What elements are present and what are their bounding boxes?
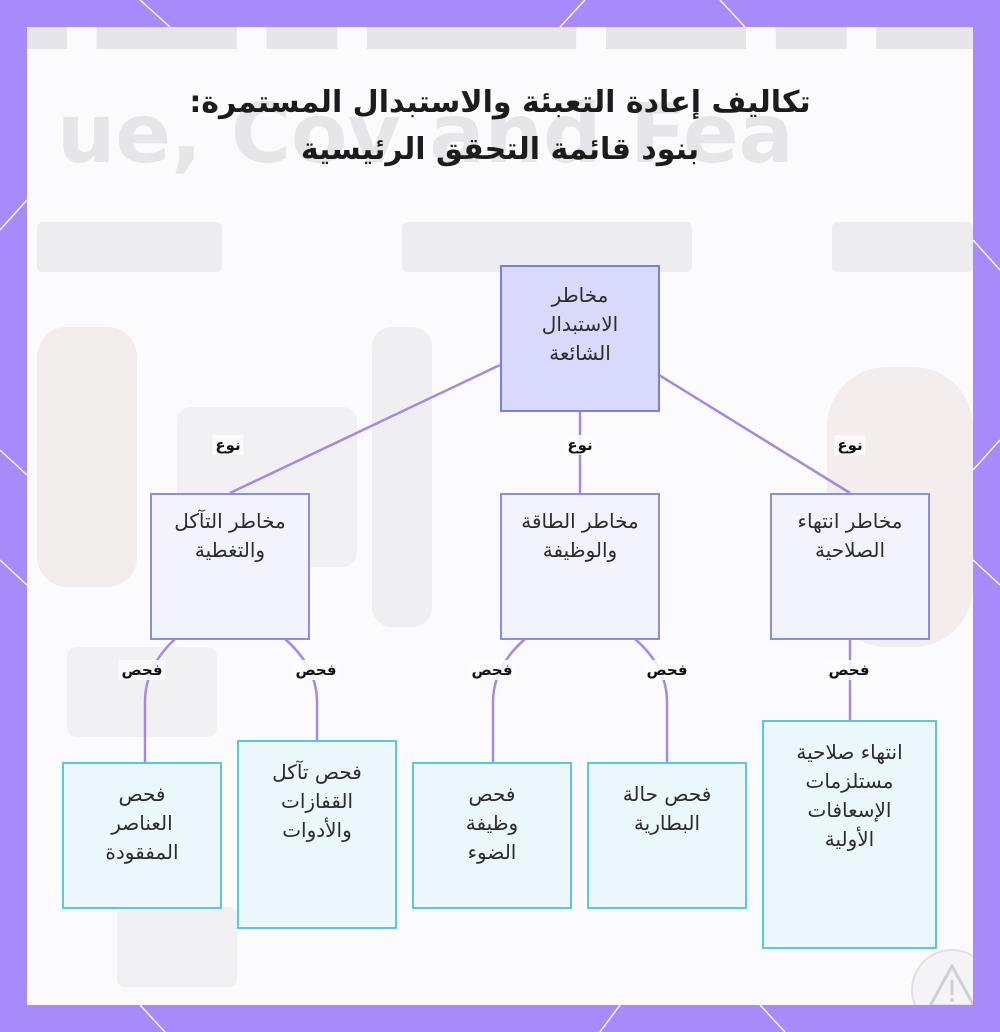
edge-label-check-light: فحص xyxy=(468,660,515,680)
node-firstaid-expiry: انتهاء صلاحية مستلزمات الإسعافات الأولية xyxy=(762,720,937,949)
node-firstaid-label: انتهاء صلاحية مستلزمات الإسعافات الأولية xyxy=(785,738,915,854)
node-check-missing-items: فحص العناصر المفقودة xyxy=(62,762,222,909)
node-check-gloves-tools: فحص تآكل القفازات والأدوات xyxy=(237,740,397,929)
node-gloves-label: فحص تآكل القفازات والأدوات xyxy=(252,758,382,845)
node-check-light-function: فحص وظيفة الضوء xyxy=(412,762,572,909)
edge-label-check-missing: فحص xyxy=(118,660,165,680)
node-root-replacement-risks: مخاطر الاستبدال الشائعة xyxy=(500,265,660,412)
node-expiry-risks: مخاطر انتهاء الصلاحية xyxy=(770,493,930,640)
node-missing-label: فحص العناصر المفقودة xyxy=(87,780,197,867)
diagram-panel: ▀ ▀▀ ▀ ▀▀▀ ▀▀ ▀ ▀▀ ue, Cov and Fea تكالي… xyxy=(27,27,973,1005)
node-power-label: مخاطر الطاقة والوظيفة xyxy=(515,507,645,565)
edge-label-check-battery: فحص xyxy=(643,660,690,680)
node-light-label: فحص وظيفة الضوء xyxy=(452,780,532,867)
node-battery-label: فحص حالة البطارية xyxy=(607,780,727,838)
edge-label-type-expiry: نوع xyxy=(834,435,865,455)
node-expiry-label: مخاطر انتهاء الصلاحية xyxy=(790,507,910,565)
warning-triangle-icon xyxy=(910,948,973,1005)
edge-label-check-firstaid: فحص xyxy=(825,660,872,680)
node-check-battery-condition: فحص حالة البطارية xyxy=(587,762,747,909)
edge-label-type-power: نوع xyxy=(564,435,595,455)
node-root-label: مخاطر الاستبدال الشائعة xyxy=(520,281,640,368)
edge-label-type-wear: نوع xyxy=(212,435,243,455)
node-power-function-risks: مخاطر الطاقة والوظيفة xyxy=(500,493,660,640)
node-wear-coverage-risks: مخاطر التآكل والتغطية xyxy=(150,493,310,640)
edge-label-check-gloves: فحص xyxy=(292,660,339,680)
node-wear-label: مخاطر التآكل والتغطية xyxy=(165,507,295,565)
